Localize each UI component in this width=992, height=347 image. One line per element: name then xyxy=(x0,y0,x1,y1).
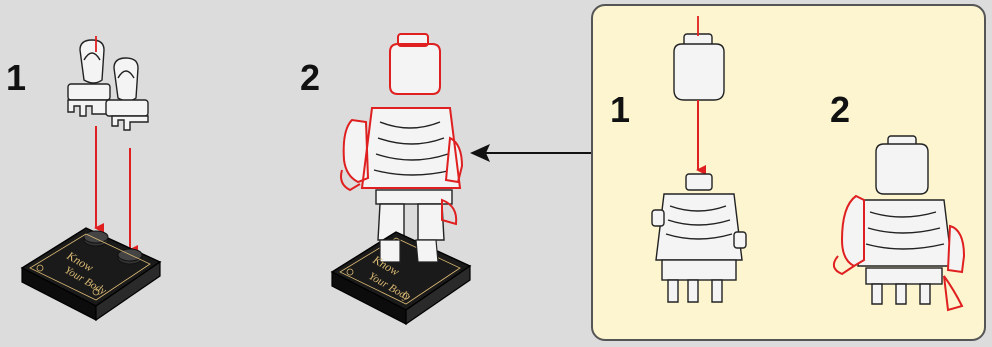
step1-legs xyxy=(68,40,148,130)
callout-step1-head xyxy=(674,34,724,100)
step2-plaque: Know Your Body xyxy=(332,232,470,324)
step1-plaque: Know Your Body xyxy=(22,228,160,320)
callout-step2-body xyxy=(858,136,952,304)
callout-pointer-arrow xyxy=(470,144,591,162)
callout-step1-torso xyxy=(652,174,746,302)
step2-skeleton xyxy=(344,34,462,240)
